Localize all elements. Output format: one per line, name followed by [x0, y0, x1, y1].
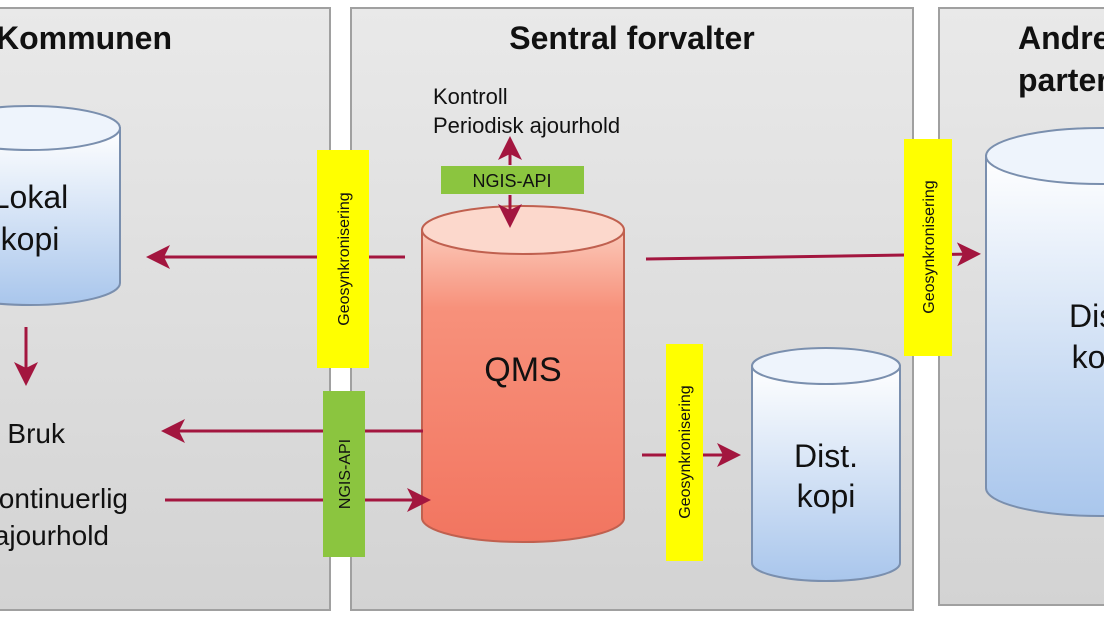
tag-ngis-api-top: NGIS-API — [441, 166, 584, 194]
tag-geosync-left-label: Geosynkronisering — [336, 192, 353, 325]
dist-copy-right-line1: Dist. — [1069, 298, 1104, 334]
label-kontroll: Kontroll — [433, 84, 508, 109]
dist-copy-center-line1: Dist. — [794, 438, 858, 474]
label-bruk: Bruk — [7, 418, 66, 449]
panel-title-parter: parter — [1018, 62, 1104, 98]
tag-ngis-api-top-label: NGIS-API — [472, 171, 551, 191]
tag-geosync-center: Geosynkronisering — [666, 344, 703, 561]
tag-ngis-api-left: NGIS-API — [323, 391, 365, 557]
database-qms: QMS — [421, 205, 625, 543]
tag-geosync-left: Geosynkronisering — [317, 150, 369, 368]
tag-ngis-api-left-label: NGIS-API — [337, 439, 354, 509]
tag-geosync-center-label: Geosynkronisering — [677, 385, 694, 518]
database-dist-copy-right: Dist. kopi — [985, 127, 1104, 517]
tag-geosync-right-label: Geosynkronisering — [921, 180, 938, 313]
database-local-copy: Lokal kopi — [0, 105, 121, 306]
local-copy-line2: kopi — [1, 221, 60, 257]
dist-copy-right-line2: kopi — [1072, 339, 1104, 375]
tag-geosync-right: Geosynkronisering — [904, 139, 952, 356]
panel-title-sentral-forvalter: Sentral forvalter — [509, 20, 754, 56]
dist-copy-center-line2: kopi — [797, 478, 856, 514]
panel-title-andre: Andre — [1018, 20, 1104, 56]
qms-label: QMS — [484, 351, 561, 389]
local-copy-line1: Lokal — [0, 179, 68, 215]
panel-title-kommunen: Kommunen — [0, 20, 172, 56]
label-kontinuerlig: Kontinuerlig — [0, 483, 128, 514]
label-ajourhold: ajourhold — [0, 520, 109, 551]
database-dist-copy-center: Dist. kopi — [751, 347, 901, 582]
label-periodisk-ajourhold: Periodisk ajourhold — [433, 113, 620, 138]
